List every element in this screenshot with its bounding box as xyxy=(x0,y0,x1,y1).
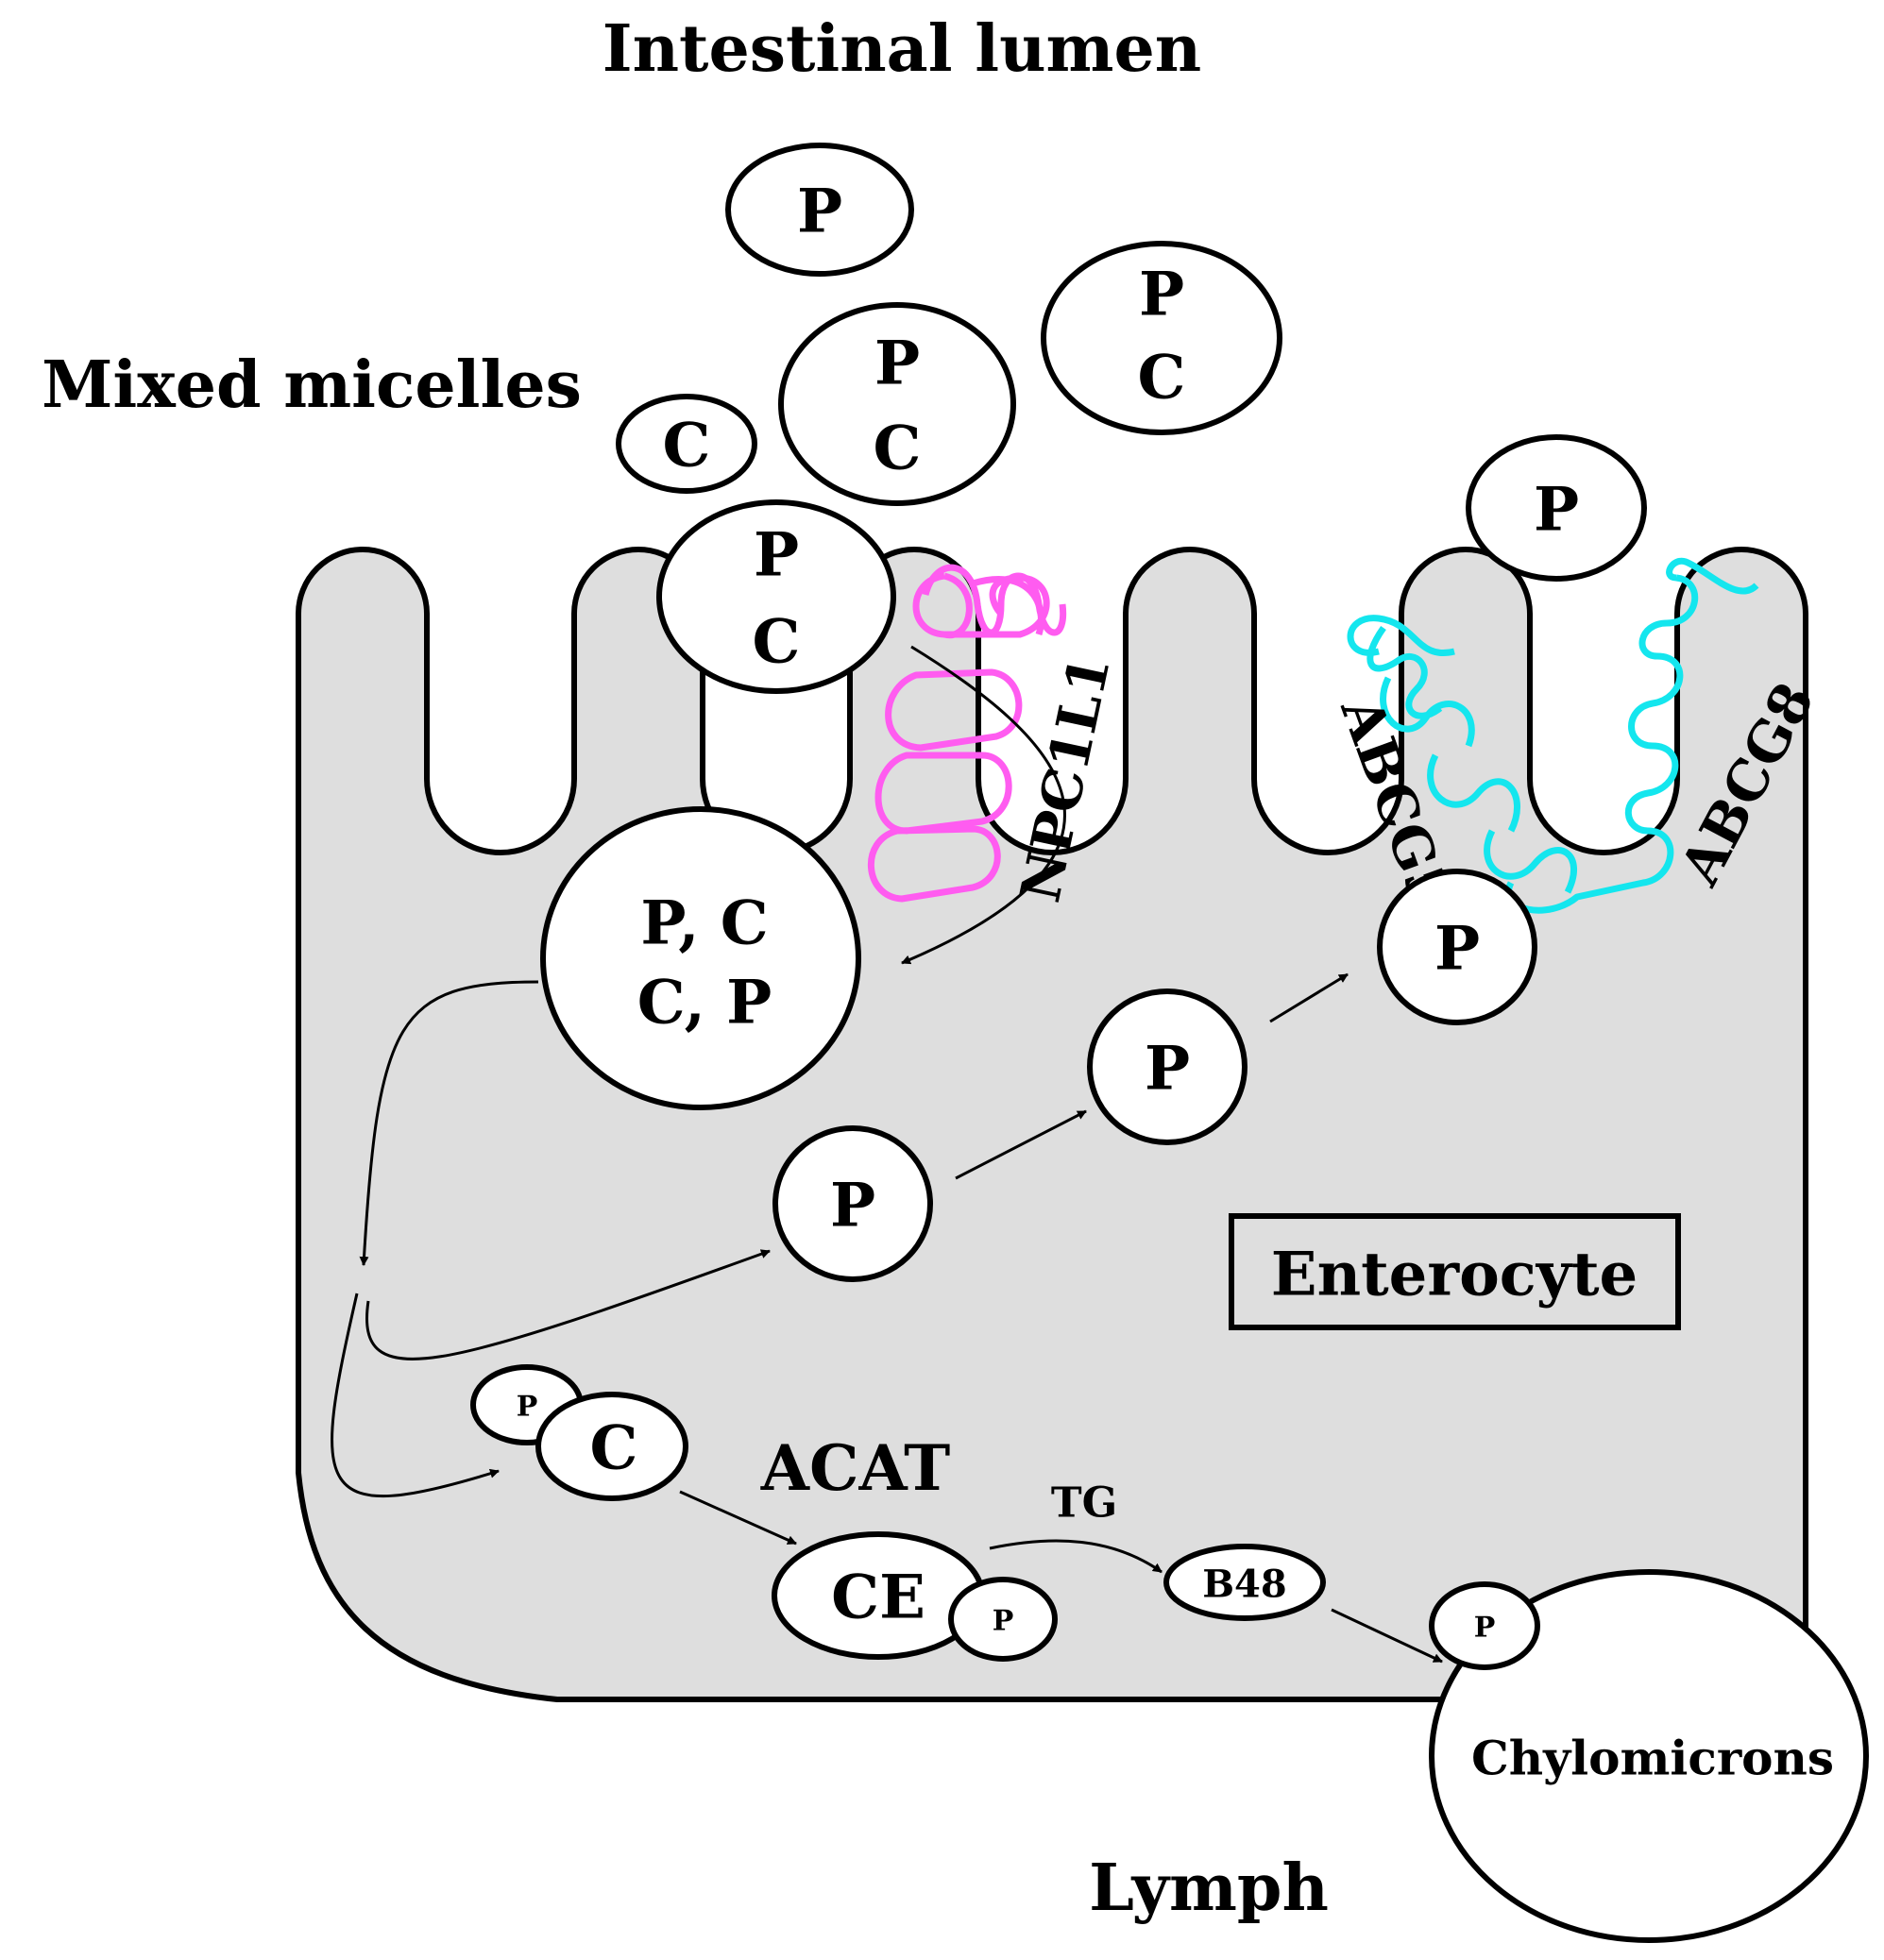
arrow-pool-down xyxy=(359,980,539,1266)
npc1l1-coil-top xyxy=(922,564,1067,636)
enterocyte-label-box: Enterocyte xyxy=(1229,1213,1681,1330)
svg-text:P: P xyxy=(1474,1612,1496,1645)
svg-text:P, C: P, C xyxy=(640,888,768,959)
small-p-on-chylomicron: P xyxy=(1429,1581,1540,1670)
label-acat: ACAT xyxy=(760,1431,950,1505)
label-mixed-micelles: Mixed micelles xyxy=(42,347,582,423)
svg-text:P: P xyxy=(1534,475,1579,546)
svg-text:B48: B48 xyxy=(1202,1563,1286,1607)
apob48: B48 xyxy=(1163,1544,1326,1621)
arrow-b48-to-chylomicron xyxy=(1331,1608,1443,1664)
arrow-c-to-ce xyxy=(679,1490,797,1546)
small-p-with-ce: P xyxy=(948,1577,1058,1662)
svg-text:C: C xyxy=(753,607,801,678)
svg-text:C: C xyxy=(590,1413,638,1484)
svg-text:Enterocyte: Enterocyte xyxy=(1271,1240,1638,1310)
arrow-p1-to-p2 xyxy=(955,1109,1087,1180)
title-intestinal-lumen: Intestinal lumen xyxy=(603,11,1201,87)
svg-text:P: P xyxy=(874,329,920,399)
svg-text:C: C xyxy=(874,414,922,484)
abcg-coil-left xyxy=(1347,615,1455,657)
abcg5-abcg8-transporter xyxy=(1366,557,1759,914)
svg-text:P: P xyxy=(830,1171,875,1242)
cholesteryl-ester-ce: CE xyxy=(772,1531,985,1660)
sterol-p-1: P xyxy=(772,1125,933,1282)
svg-text:P: P xyxy=(754,520,799,591)
arrow-npc1l1-uptake xyxy=(901,645,1066,965)
micelle-p-top: P xyxy=(725,143,914,277)
free-cholesterol-c: C xyxy=(535,1392,688,1501)
micelle-c-small: C xyxy=(616,394,757,494)
sterol-p-3: P xyxy=(1377,869,1537,1025)
arrow-to-p1 xyxy=(365,1249,771,1360)
label-lymph: Lymph xyxy=(1089,1850,1329,1926)
chylomicron: Chylomicrons xyxy=(1429,1569,1869,1943)
svg-text:C, P: C, P xyxy=(637,968,772,1039)
arrow-ce-to-b48 xyxy=(989,1539,1163,1574)
npc1l1-transporter xyxy=(868,572,1050,903)
svg-text:Chylomicrons: Chylomicrons xyxy=(1471,1731,1834,1786)
micelle-pc-center: P C xyxy=(778,302,1016,506)
micelle-pc-right: P C xyxy=(1041,241,1282,435)
arrow-to-esterification xyxy=(331,1293,500,1498)
svg-text:C: C xyxy=(1138,343,1186,414)
svg-text:P: P xyxy=(517,1391,538,1424)
arrow-p2-to-p3 xyxy=(1269,972,1349,1023)
label-tg: TG xyxy=(1051,1479,1117,1528)
svg-text:P: P xyxy=(1139,260,1184,330)
svg-text:C: C xyxy=(663,411,711,482)
svg-text:P: P xyxy=(1145,1034,1190,1105)
micelle-p-effluxed: P xyxy=(1466,434,1647,582)
svg-text:P: P xyxy=(797,177,842,247)
svg-text:P: P xyxy=(1434,914,1480,985)
svg-text:CE: CE xyxy=(831,1563,925,1633)
sterol-p-2: P xyxy=(1087,988,1248,1145)
intracellular-pc-pool: P, C C, P xyxy=(540,806,861,1110)
svg-text:P: P xyxy=(993,1605,1014,1638)
micelle-pc-entering: P C xyxy=(656,499,896,694)
